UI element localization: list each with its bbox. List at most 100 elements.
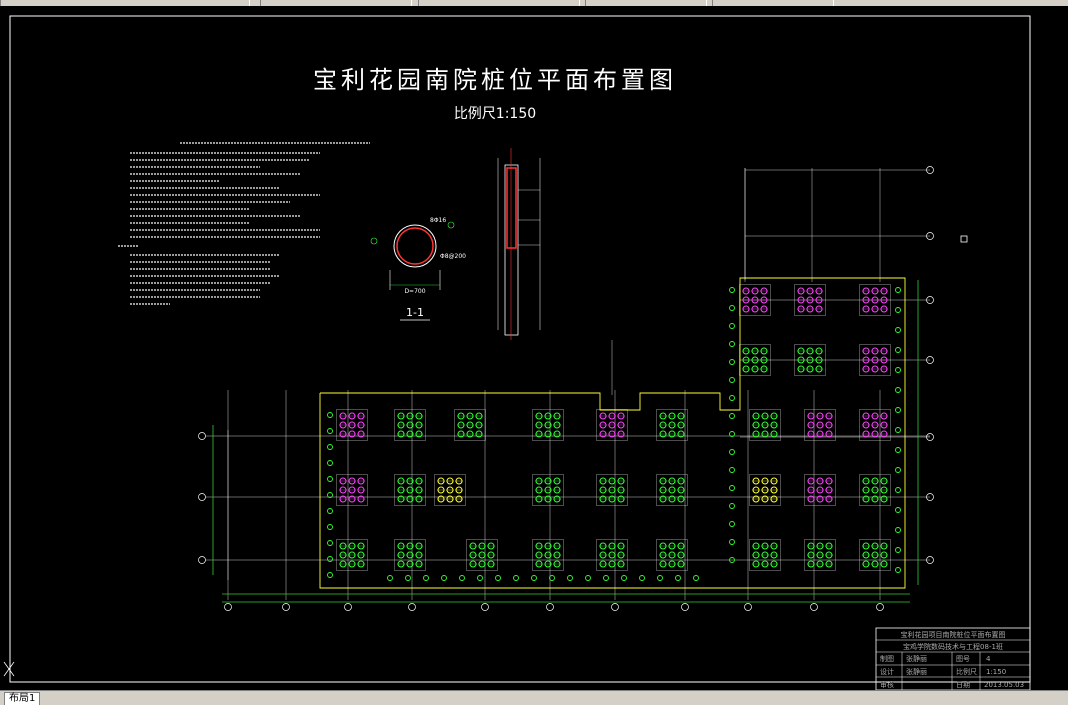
axis-bubble bbox=[810, 603, 818, 611]
pile-symbol bbox=[327, 556, 333, 562]
pile-cap bbox=[394, 474, 426, 506]
axis-bubble bbox=[282, 603, 290, 611]
pile-symbol bbox=[895, 567, 901, 573]
pile-symbol bbox=[895, 407, 901, 413]
pile-symbol bbox=[513, 575, 519, 581]
pile-symbol bbox=[895, 387, 901, 393]
drawing-border bbox=[9, 15, 1031, 683]
pile-symbol bbox=[895, 487, 901, 493]
pile-cap bbox=[336, 539, 368, 571]
title-block: 宝利花园项目南院桩位平面布置图 宝鸡学院数码技术与工程08-1班 制图 张静丽 … bbox=[875, 627, 1031, 691]
tb-row3-label: 审核 bbox=[880, 680, 894, 689]
pile-symbol bbox=[729, 539, 735, 545]
pile-symbol bbox=[729, 323, 735, 329]
pile-symbol bbox=[693, 575, 699, 581]
pile-symbol bbox=[387, 575, 393, 581]
pile-symbol bbox=[729, 503, 735, 509]
pile-cap bbox=[749, 539, 781, 571]
tb-row2-val: 1:150 bbox=[986, 668, 1006, 676]
axis-bubble bbox=[926, 296, 934, 304]
pile-symbol bbox=[895, 547, 901, 553]
drawing-scale: 比例尺1:150 bbox=[454, 106, 536, 122]
rebar-main-label: 8Φ16 bbox=[430, 217, 446, 224]
tb-row3-key: 日期 bbox=[956, 681, 970, 689]
pile-cap bbox=[739, 284, 771, 316]
pile-symbol bbox=[729, 305, 735, 311]
drawing-canvas[interactable]: 宝利花园南院桩位平面布置图 比例尺1:150 D=700 1-1 8Φ16 Φ8… bbox=[0, 6, 1068, 691]
pile-symbol bbox=[729, 557, 735, 563]
pile-symbol bbox=[729, 395, 735, 401]
window-tab-1[interactable] bbox=[0, 0, 250, 6]
pile-cap bbox=[749, 409, 781, 441]
window-tab-2[interactable] bbox=[260, 0, 412, 6]
tb-row1-val: 4 bbox=[986, 655, 991, 663]
title-block-project: 宝利花园项目南院桩位平面布置图 bbox=[901, 630, 1006, 639]
pile-symbol bbox=[675, 575, 681, 581]
tb-row2-name: 张静丽 bbox=[906, 667, 927, 676]
grip-handle[interactable] bbox=[960, 235, 968, 243]
pile-symbol bbox=[459, 575, 465, 581]
pile-symbol bbox=[327, 572, 333, 578]
pile-cap bbox=[532, 474, 564, 506]
tb-row3-val: 2013.05.03 bbox=[984, 681, 1024, 689]
pile-symbol bbox=[423, 575, 429, 581]
pile-cap bbox=[656, 409, 688, 441]
tb-row1-name: 张静丽 bbox=[906, 654, 927, 663]
axis-bubble bbox=[926, 493, 934, 501]
pile-symbol bbox=[327, 444, 333, 450]
pile-cap bbox=[859, 409, 891, 441]
axis-bubble bbox=[611, 603, 619, 611]
pile-symbol bbox=[405, 575, 411, 581]
pile-plan bbox=[198, 166, 934, 611]
pile-symbol bbox=[603, 575, 609, 581]
axis-bubble bbox=[744, 603, 752, 611]
axis-bubble bbox=[198, 556, 206, 564]
pile-symbol bbox=[729, 341, 735, 347]
pile-symbol bbox=[895, 527, 901, 533]
axis-bubble bbox=[224, 603, 232, 611]
drawing-title: 宝利花园南院桩位平面布置图 bbox=[313, 66, 677, 94]
window-tab-3[interactable] bbox=[418, 0, 580, 6]
axis-bubble bbox=[926, 556, 934, 564]
axis-bubble bbox=[481, 603, 489, 611]
pile-symbol bbox=[895, 467, 901, 473]
pile-cap bbox=[336, 409, 368, 441]
pile-symbol bbox=[895, 307, 901, 313]
pile-cap bbox=[656, 474, 688, 506]
tb-row1-label: 制图 bbox=[880, 654, 894, 663]
pile-symbol bbox=[567, 575, 573, 581]
pile-cap bbox=[804, 474, 836, 506]
pile-cap bbox=[596, 474, 628, 506]
section-detail: D=700 1-1 8Φ16 Φ8@200 bbox=[370, 217, 466, 321]
pile-symbol bbox=[639, 575, 645, 581]
pile-symbol bbox=[895, 427, 901, 433]
pile-elevation bbox=[497, 148, 541, 340]
axis-bubble bbox=[876, 603, 884, 611]
window-tab-5[interactable] bbox=[712, 0, 834, 6]
ucs-icon bbox=[3, 661, 15, 677]
pile-cap bbox=[532, 539, 564, 571]
window-tab-4[interactable] bbox=[585, 0, 707, 6]
pile-symbol bbox=[729, 521, 735, 527]
pile-cap bbox=[804, 539, 836, 571]
pile-cap bbox=[859, 474, 891, 506]
axis-bubble bbox=[681, 603, 689, 611]
pile-symbol bbox=[327, 412, 333, 418]
pile-cap bbox=[394, 539, 426, 571]
tb-row2-key: 比例尺 bbox=[956, 667, 977, 676]
pile-cap bbox=[532, 409, 564, 441]
pile-symbol bbox=[895, 327, 901, 333]
pile-symbol bbox=[327, 460, 333, 466]
layout-tab[interactable]: 布局1 bbox=[4, 692, 41, 705]
pile-symbol bbox=[327, 508, 333, 514]
pile-symbol bbox=[729, 467, 735, 473]
pile-symbol bbox=[729, 431, 735, 437]
pile-cap bbox=[336, 474, 368, 506]
pile-symbol bbox=[621, 575, 627, 581]
pile-symbol bbox=[729, 377, 735, 383]
pile-symbol bbox=[895, 287, 901, 293]
axis-bubble bbox=[198, 432, 206, 440]
pile-symbol bbox=[895, 447, 901, 453]
pile-symbol bbox=[729, 485, 735, 491]
pile-symbol bbox=[585, 575, 591, 581]
